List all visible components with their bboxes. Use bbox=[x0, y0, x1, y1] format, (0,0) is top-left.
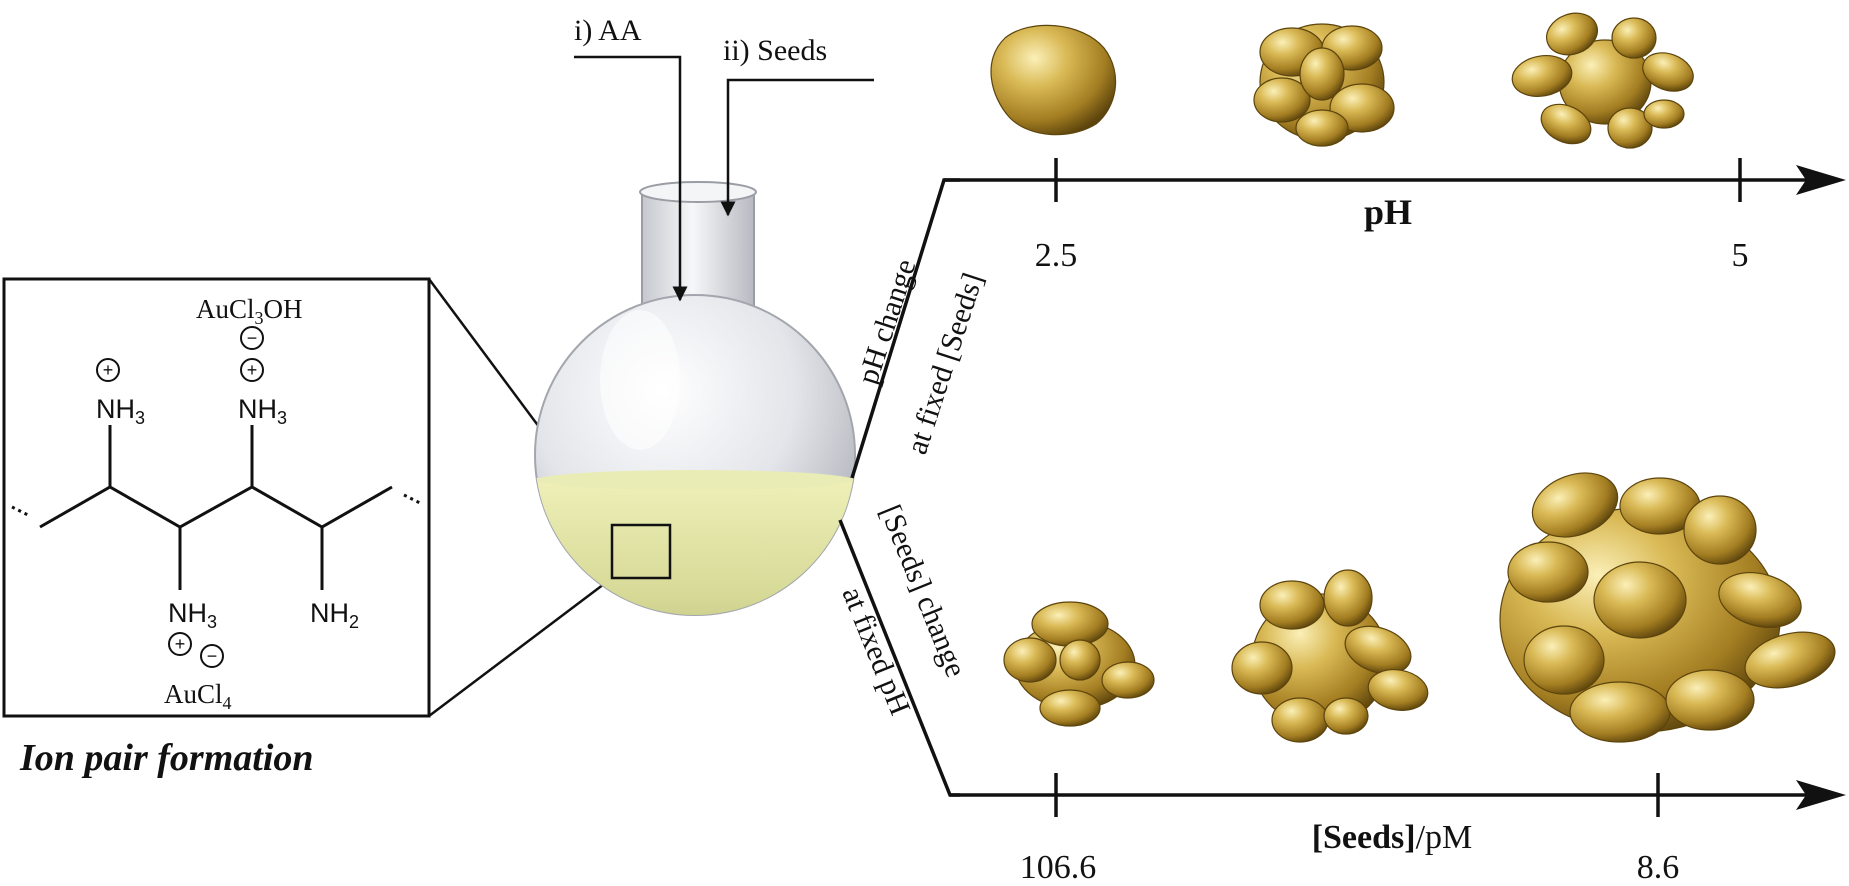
seeds-tick-label-end: 8.6 bbox=[1637, 849, 1680, 886]
ph-axis-label: pH bbox=[1364, 192, 1412, 232]
amine-label-free: NH2 bbox=[310, 598, 359, 632]
reagent-arrows bbox=[574, 55, 874, 302]
aa-addition-arrow bbox=[574, 55, 688, 302]
ph-axis bbox=[944, 158, 1846, 202]
gold-precursor-solution bbox=[535, 478, 855, 615]
nanoparticle-ph-low bbox=[990, 24, 1117, 136]
ph-branch-label-line1: pH change bbox=[851, 255, 922, 388]
nanoparticle-seeds-high bbox=[1003, 601, 1155, 727]
ph-branch-label-line2: at fixed [Seeds] bbox=[900, 269, 990, 458]
inset-panel: + − + + − AuCl3OH NH3 NH3 NH3 NH2 AuCl4 bbox=[2, 277, 431, 718]
top-counterion-label: AuCl3OH bbox=[196, 294, 303, 328]
plus-charge-1: + bbox=[103, 360, 114, 380]
amine-label-3: NH3 bbox=[168, 598, 217, 632]
nanoparticle-ph-high bbox=[1511, 12, 1694, 149]
aa-reagent-label: i) AA bbox=[574, 14, 642, 47]
minus-charge-bottom: − bbox=[207, 646, 218, 666]
ph-axis-arrowhead bbox=[1796, 165, 1846, 195]
flask-rim bbox=[639, 181, 757, 203]
minus-charge-top: − bbox=[247, 328, 258, 348]
seeds-branch-label-line2: at fixed pH bbox=[836, 582, 917, 720]
plus-charge-2: + bbox=[247, 360, 258, 380]
bottom-counterion-label: AuCl4 bbox=[164, 679, 232, 713]
inset-frame bbox=[2, 277, 431, 718]
polymer-backbone bbox=[11, 425, 421, 590]
seeds-tick-label-start: 106.6 bbox=[1020, 849, 1097, 886]
amine-label-1: NH3 bbox=[96, 394, 145, 428]
seeds-axis-label: [Seeds]/pM bbox=[1312, 819, 1473, 856]
seeds-addition-arrow bbox=[720, 78, 874, 217]
ph-tick-label-end: 5 bbox=[1732, 237, 1749, 274]
ph-tick-label-start: 2.5 bbox=[1035, 237, 1078, 274]
nanoparticle-seeds-mid bbox=[1231, 569, 1429, 743]
nanoparticle-ph-mid bbox=[1253, 23, 1395, 147]
nanoparticle-seeds-low bbox=[1499, 472, 1836, 743]
amine-label-2: NH3 bbox=[238, 394, 287, 428]
seeds-axis bbox=[950, 773, 1846, 817]
charge-symbols bbox=[96, 326, 264, 668]
seeds-axis-arrowhead bbox=[1796, 780, 1846, 810]
seeds-reagent-label: ii) Seeds bbox=[723, 34, 827, 67]
plus-charge-3: + bbox=[175, 634, 186, 654]
round-bottom-flask bbox=[534, 181, 856, 616]
zoom-region-box bbox=[610, 523, 672, 580]
inset-caption: Ion pair formation bbox=[19, 737, 314, 779]
